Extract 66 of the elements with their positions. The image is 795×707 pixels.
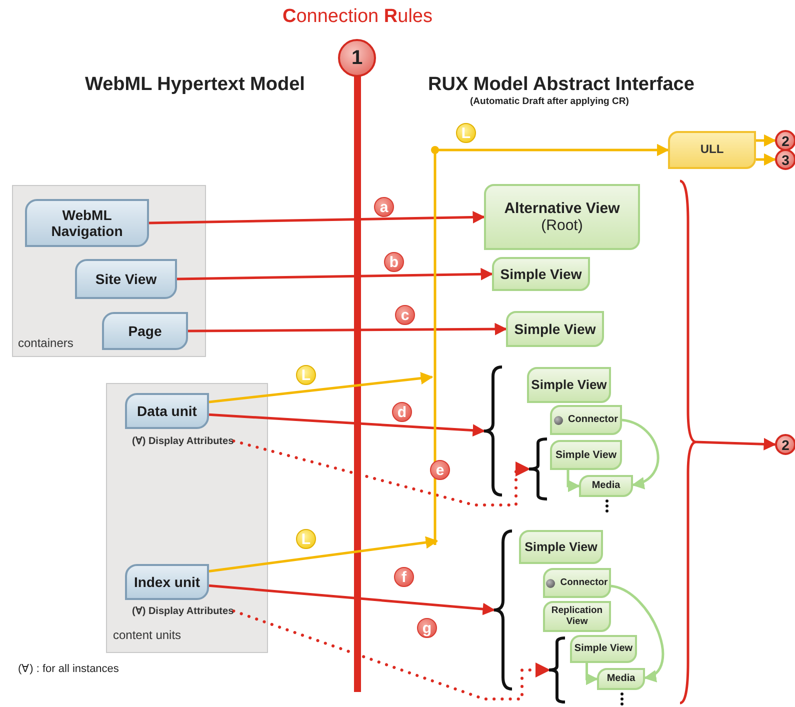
arrow [208,372,434,404]
diagram-title: Connection Rules [281,6,434,28]
edge-label: b [384,252,404,272]
view-box: Simple View [570,635,637,663]
model-box: Data unit [125,393,209,429]
edge-label: e [430,460,450,480]
arrow [586,663,598,686]
edge-label: d [392,402,412,422]
curly-brace [529,438,547,500]
section-heading: WebML Hypertext Model [85,74,305,96]
arrow [566,470,580,492]
arrow [756,134,776,147]
view-box: Simple View [527,367,611,403]
curly-brace [680,180,696,704]
view-box: Media [597,668,645,690]
view-box [543,568,611,598]
edge-label: g [417,618,437,638]
view-box: Simple View [519,530,603,564]
edge-label: a [374,197,394,217]
view-box: Simple View [506,311,604,347]
curly-brace [549,637,565,703]
edge-label: L [456,123,476,143]
group-panel [12,185,206,357]
panel-label: containers [18,336,74,350]
curly-brace [484,366,502,496]
model-box: Page [102,312,188,350]
edge-label: L [296,529,316,549]
view-label: Connector [568,414,618,426]
arrow [208,413,486,437]
subheading: (Automatic Draft after applying CR) [470,96,629,107]
panel-label: content units [113,628,182,642]
view-box: Simple View [492,257,590,291]
view-label: Connector [560,578,608,588]
view-box: Media [579,475,633,497]
edge-label: c [395,305,415,325]
model-box: Index unit [125,564,209,600]
footnote: (∀) : for all instances [18,662,119,675]
arrow [208,536,438,572]
edge-label: f [394,567,414,587]
attribute-label: (∀) Display Attributes [132,435,234,447]
view-box: Alternative View (Root) [484,184,640,250]
step-badge: 2 [775,130,795,151]
model-box: Site View [75,259,177,299]
step-badge: 2 [775,434,795,455]
arrow [756,153,776,166]
edge-label: L [296,365,316,385]
arrow [232,610,550,700]
arrow [696,438,776,450]
arrow [148,210,486,224]
view-box [550,405,622,435]
step-badge: 3 [775,149,795,170]
view-box: Simple View [550,440,622,470]
arrow [232,440,530,506]
arrow [622,418,660,488]
arrow [208,584,496,616]
arrow [610,584,664,680]
section-heading: RUX Model Abstract Interface [428,74,694,96]
model-box: WebML Navigation [25,199,149,247]
ull-box: ULL [668,131,756,169]
attribute-label: (∀) Display Attributes [132,605,234,617]
view-box: Replication View [543,601,611,632]
arrow [188,322,508,336]
arrow [176,268,494,280]
group-panel [106,383,268,653]
curly-brace [494,530,512,690]
step-badge: 1 [338,39,376,77]
